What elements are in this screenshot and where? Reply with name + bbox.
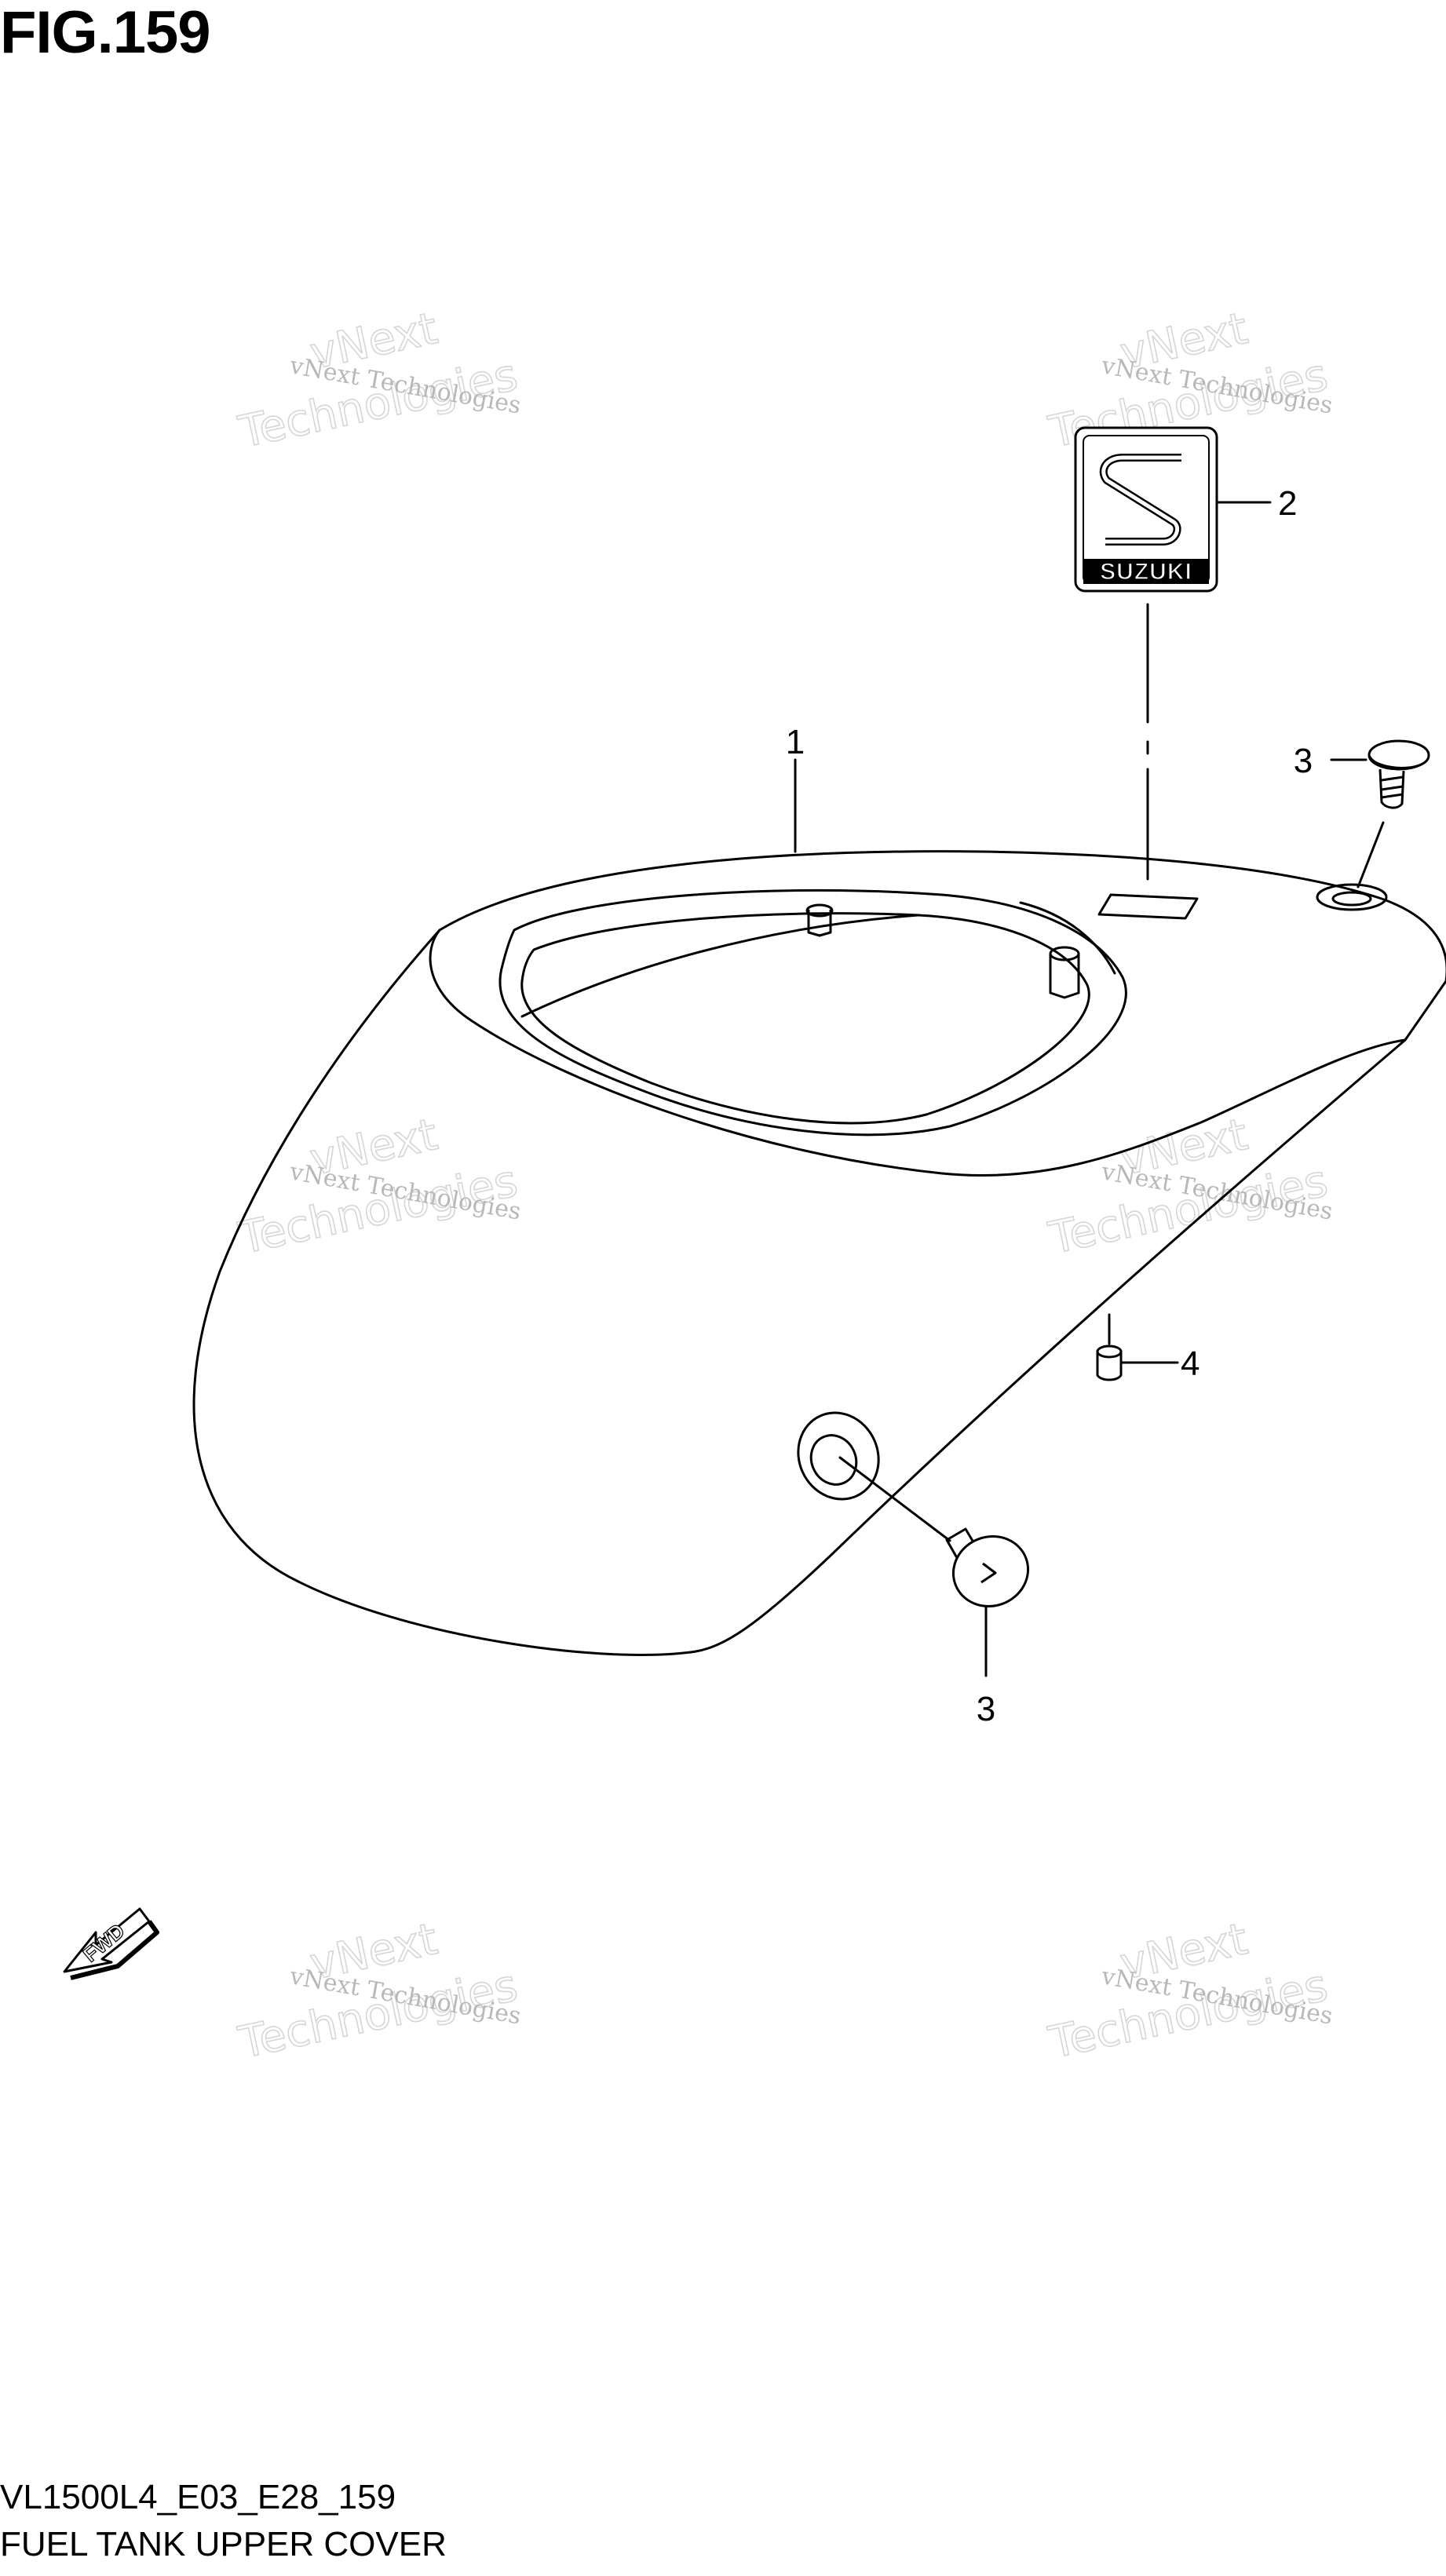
callout-part-3-bottom: 3 xyxy=(977,1690,995,1728)
callout-part-1: 1 xyxy=(786,723,805,761)
watermark-top-right: vNext Technologies vNext Technologies xyxy=(1044,302,1335,458)
callout-part-3-top: 3 xyxy=(1294,742,1313,780)
leader-lines xyxy=(794,501,1385,1677)
clip-nut xyxy=(1096,1345,1123,1381)
emblem-brand-text: SUZUKI xyxy=(1100,559,1192,585)
bolt-top xyxy=(1367,739,1430,809)
figure-code: VL1500L4_E03_E28_159 xyxy=(0,2478,396,2516)
watermark-bottom-right: vNext Technologies vNext Technologies xyxy=(1044,1913,1335,2069)
callout-part-2: 2 xyxy=(1278,484,1297,523)
fuel-tank-upper-cover xyxy=(192,850,1446,1656)
watermark-mid-right: vNext Technologies vNext Technologies xyxy=(1044,1108,1335,1264)
watermark-top-left: vNext Technologies vNext Technologies xyxy=(234,302,524,458)
watermark-mid-left: vNext Technologies vNext Technologies xyxy=(234,1108,524,1264)
figure-name: FUEL TANK UPPER COVER xyxy=(0,2525,447,2563)
bolt-bottom xyxy=(945,1527,1030,1607)
suzuki-emblem: SUZUKI xyxy=(1074,426,1218,593)
fwd-arrow-icon: FWD xyxy=(63,1907,159,1980)
figure-title: FIG.159 xyxy=(0,0,211,66)
watermark-bottom-left: vNext Technologies vNext Technologies xyxy=(234,1913,524,2069)
callout-part-4: 4 xyxy=(1181,1345,1200,1383)
